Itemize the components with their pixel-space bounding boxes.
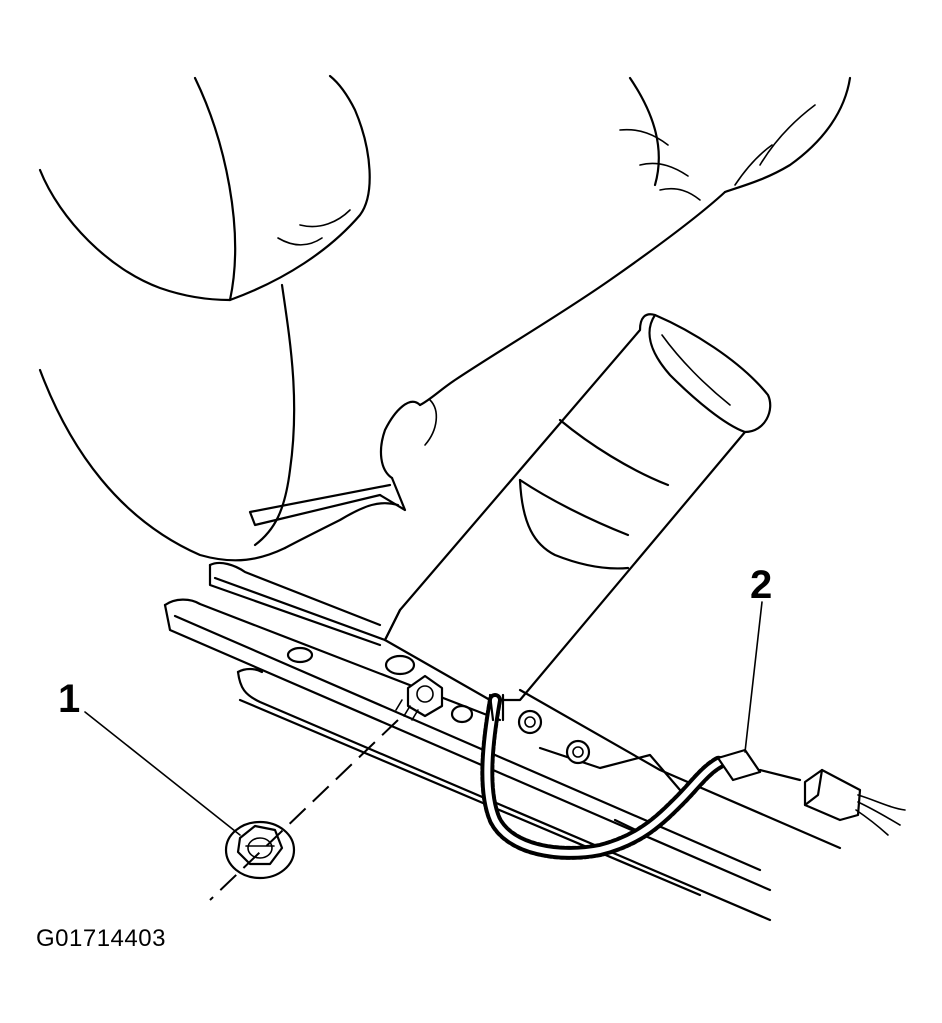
mating-connector	[803, 768, 906, 836]
installation-centerline	[209, 719, 399, 901]
nut	[224, 820, 296, 880]
harness-connector	[716, 748, 802, 782]
wiring-harness	[480, 693, 727, 860]
callout-1: 1	[58, 677, 241, 836]
callout-2: 2	[744, 563, 772, 753]
seat-belt-buckle	[383, 313, 772, 724]
bracket-bolts	[517, 709, 591, 765]
mounting-stud	[395, 674, 444, 721]
occupant-outline	[38, 74, 852, 562]
seat-track-rail	[163, 561, 842, 922]
buckle-release-lever	[248, 399, 438, 527]
callout-1-number: 1	[58, 677, 80, 721]
callout-2-number: 2	[750, 563, 772, 607]
figure-code: G01714403	[36, 925, 166, 952]
